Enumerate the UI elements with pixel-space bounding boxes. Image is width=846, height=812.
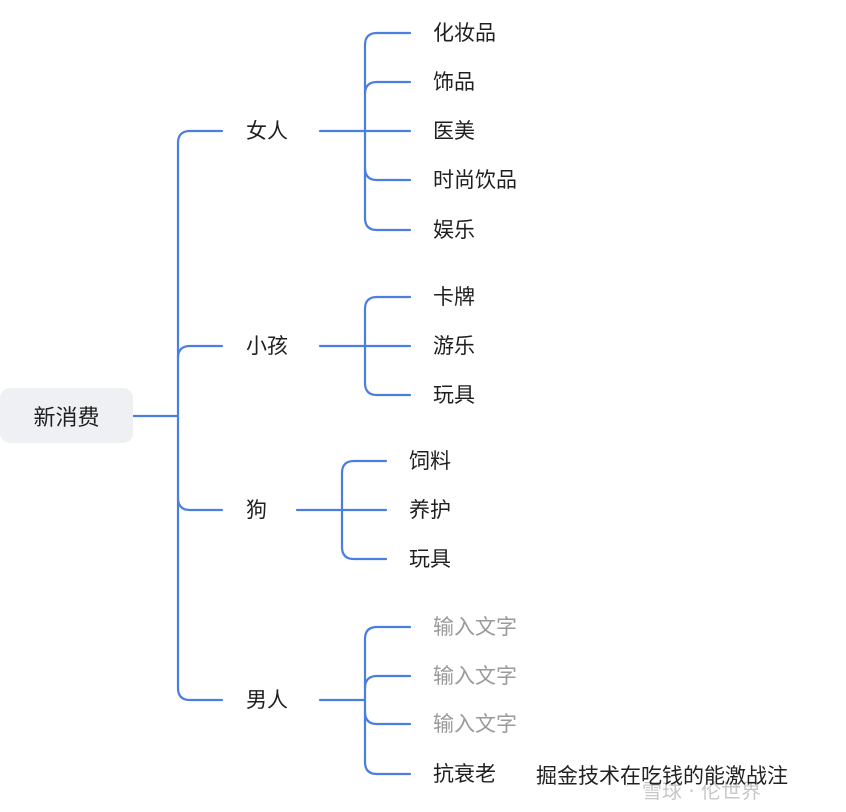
placeholder-node[interactable]: 输入文字 bbox=[433, 615, 517, 639]
leaf-node[interactable]: 游乐 bbox=[433, 334, 475, 358]
connector-men-item-2 bbox=[363, 674, 412, 690]
leaf-node[interactable]: 娱乐 bbox=[433, 218, 475, 242]
leaf-node[interactable]: 玩具 bbox=[433, 383, 475, 407]
category-node-dog[interactable]: 狗 bbox=[246, 498, 267, 522]
connector-to-dog bbox=[176, 496, 224, 512]
leaf-node[interactable]: 时尚饮品 bbox=[433, 168, 517, 192]
leaf-node[interactable]: 医美 bbox=[433, 119, 475, 143]
leaf-node[interactable]: 卡牌 bbox=[433, 285, 475, 309]
leaf-node[interactable]: 抗衰老 bbox=[433, 762, 496, 786]
connector-women-item-4 bbox=[363, 166, 412, 182]
category-node-kids[interactable]: 小孩 bbox=[246, 334, 288, 358]
leaf-node[interactable]: 化妆品 bbox=[433, 21, 496, 45]
leaf-node[interactable]: 玩具 bbox=[409, 547, 451, 571]
category-node-women[interactable]: 女人 bbox=[246, 119, 288, 143]
placeholder-node[interactable]: 输入文字 bbox=[433, 712, 517, 736]
watermark-ghost: 雪球 · 伦世界 bbox=[642, 779, 762, 803]
connector-women-item-2 bbox=[363, 80, 412, 96]
watermark: 掘金技术在吃钱的能激战注 bbox=[536, 764, 788, 788]
root-node[interactable]: 新消费 bbox=[0, 388, 133, 443]
leaf-node[interactable]: 饲料 bbox=[409, 449, 451, 473]
connector-main-trunk bbox=[176, 129, 224, 702]
leaf-node[interactable]: 饰品 bbox=[433, 70, 475, 94]
placeholder-node[interactable]: 输入文字 bbox=[433, 664, 517, 688]
category-node-men[interactable]: 男人 bbox=[246, 688, 288, 712]
connector-men-item-3 bbox=[363, 710, 412, 726]
connector-men-trunk bbox=[363, 625, 412, 776]
connector-to-kids bbox=[176, 344, 224, 360]
leaf-node[interactable]: 养护 bbox=[409, 498, 451, 522]
